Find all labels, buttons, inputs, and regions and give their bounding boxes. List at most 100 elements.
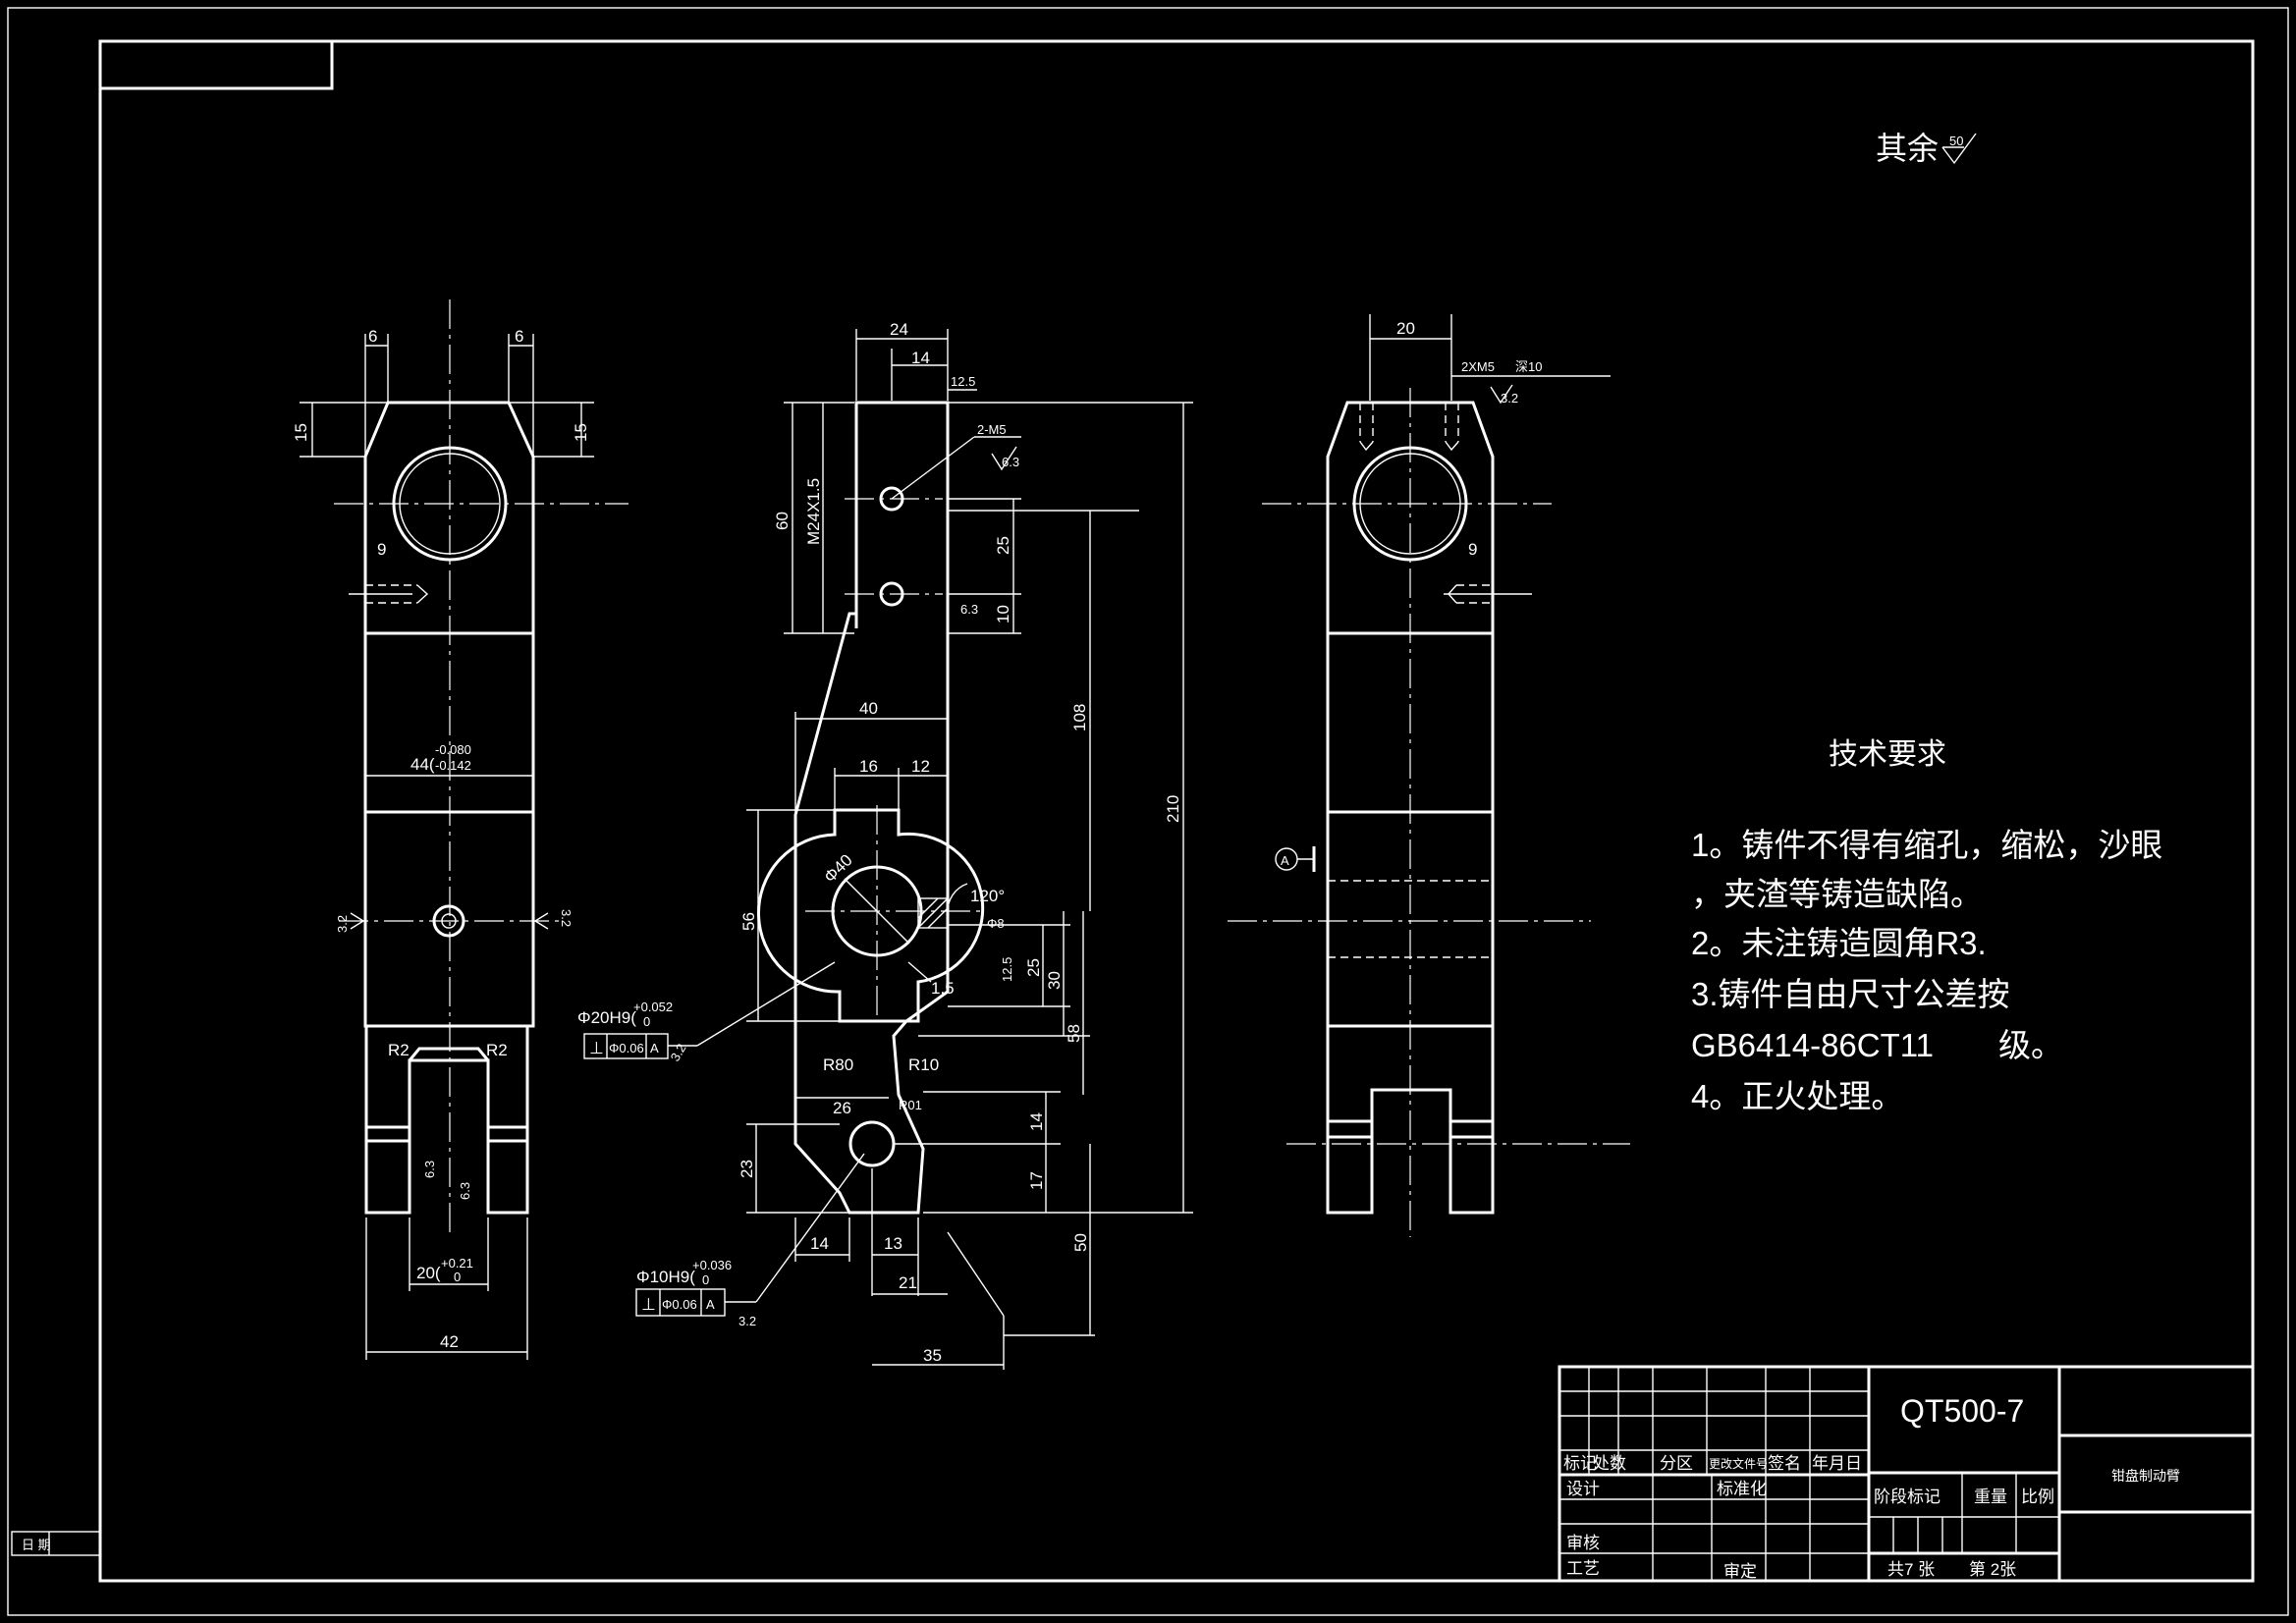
tol2-sym: ⊥ <box>641 1295 656 1314</box>
tech-title: 技术要求 <box>1829 738 1946 771</box>
dim-mid-108: 108 <box>1070 704 1089 731</box>
mid-r80: R80 <box>823 1055 853 1074</box>
tech-line-5: GB6414-86CT11 级。 <box>1691 1027 2063 1063</box>
mid-d15: 1.5 <box>931 979 955 998</box>
dim-left-6b: 6 <box>515 327 523 346</box>
dim-mid-10: 10 <box>994 605 1012 623</box>
tb-h-sign: 签名 <box>1768 1454 1801 1473</box>
tb-weight: 重量 <box>1974 1488 2007 1506</box>
right-dim-9: 9 <box>1468 540 1477 559</box>
ra-left-l: 3.2 <box>335 915 350 933</box>
outer-border <box>7 7 2289 1616</box>
dim-left-6a: 6 <box>368 327 377 346</box>
dim-left-15a: 15 <box>292 423 310 442</box>
side-strip <box>11 1531 101 1556</box>
mid-thread: M24X1.5 <box>804 478 823 545</box>
dim-mid-40: 40 <box>859 699 878 718</box>
ra-slot-l: 6.3 <box>422 1161 437 1178</box>
left-r2a: R2 <box>388 1041 410 1059</box>
mid-angle: 120° <box>970 887 1005 905</box>
tech-line-4: 3.铸件自由尺寸公差按 <box>1691 976 2010 1012</box>
dim-mid-210: 210 <box>1164 795 1182 823</box>
mid-r-small: R01 <box>899 1098 922 1112</box>
inner-border <box>98 39 2255 1583</box>
dim-mid-56: 56 <box>739 912 758 931</box>
dim-mid-60: 60 <box>773 512 792 530</box>
ra-mid-63b: 6.3 <box>960 602 978 617</box>
tb-process: 工艺 <box>1566 1559 1600 1578</box>
dim-mid-16: 16 <box>859 757 878 776</box>
dim-left-20-lo: 0 <box>454 1270 461 1284</box>
surface-note: 其余 50 <box>1876 131 1977 166</box>
left-outline <box>363 401 535 1215</box>
dim-mid-17: 17 <box>1027 1171 1046 1190</box>
dim-left-20-up: +0.21 <box>441 1256 473 1271</box>
fit1-text: Φ20H9( <box>577 1008 636 1027</box>
tb-h-zone: 分区 <box>1660 1454 1693 1473</box>
dim-mid-23: 23 <box>738 1160 756 1178</box>
mid-hole-note: 2-M5 <box>977 422 1007 437</box>
ra-mid-63a: 6.3 <box>1002 455 1019 469</box>
tb-page: 第 2张 <box>1969 1560 2016 1579</box>
dim-mid-30: 30 <box>1045 971 1064 990</box>
dim-mid-14: 14 <box>911 349 930 367</box>
right-view: 9 20 2XM5 深10 3.2 A <box>1228 314 1630 1237</box>
dim-mid-26: 26 <box>833 1099 851 1117</box>
dim-left-42: 42 <box>440 1332 459 1351</box>
tb-material: QT500-7 <box>1900 1393 2024 1429</box>
mid-bore-dia: Φ40 <box>820 850 855 886</box>
tb-h-qty: 处数 <box>1593 1454 1626 1473</box>
dim-mid-58: 58 <box>1065 1024 1083 1043</box>
dim-mid-12: 12 <box>911 757 930 776</box>
right-outline <box>1326 401 1495 1215</box>
tb-approve: 审定 <box>1723 1562 1757 1581</box>
tol1-ref: A <box>650 1041 659 1055</box>
tb-h-date: 年月日 <box>1812 1454 1862 1473</box>
fit-callout-1: Φ20H9( +0.052 0 ⊥ Φ0.06 A 3.2 <box>577 961 836 1064</box>
surface-value: 50 <box>1949 134 1963 148</box>
right-ra: 3.2 <box>1501 391 1518 406</box>
tech-requirements: 技术要求 1。铸件不得有缩孔，缩松，沙眼 ，夹渣等铸造缺陷。 2。未注铸造圆角R… <box>1691 738 2162 1114</box>
dim-mid-13: 13 <box>884 1234 902 1253</box>
tol2-val: Φ0.06 <box>662 1297 697 1312</box>
tol1-val: Φ0.06 <box>609 1041 644 1055</box>
datum-a-label: A <box>1281 853 1289 868</box>
corner-box <box>98 39 334 90</box>
right-depth: 深10 <box>1515 359 1542 374</box>
tb-h-mark: 标记 <box>1563 1454 1597 1473</box>
mid-bottom-hole <box>848 1120 896 1167</box>
dim-mid-50: 50 <box>1071 1233 1090 1252</box>
fit2-text: Φ10H9( <box>636 1268 695 1286</box>
tech-line-1: 1。铸件不得有缩孔，缩松，沙眼 <box>1691 827 2162 863</box>
dim-mid-14c: 14 <box>810 1234 829 1253</box>
dim-mid-14b: 14 <box>1027 1112 1046 1131</box>
ra-slot-r: 6.3 <box>458 1182 472 1200</box>
side-label: 日 期 <box>22 1538 51 1552</box>
fit-callout-2: Φ10H9( +0.036 0 ⊥ Φ0.06 A 3.2 <box>635 1153 865 1328</box>
right-dim-20: 20 <box>1396 319 1415 338</box>
mid-r10: R10 <box>908 1055 939 1074</box>
tech-line-2: ，夹渣等铸造缺陷。 <box>1691 876 1983 912</box>
tol2-ref: A <box>706 1297 715 1312</box>
ra-mid-125b: 12.5 <box>1000 957 1014 982</box>
tech-line-3: 2。未注铸造圆角R3. <box>1691 925 1987 961</box>
dim-mid-24: 24 <box>890 320 908 339</box>
ra-fit1: 3.2 <box>668 1041 689 1063</box>
tb-total: 共7 张 <box>1887 1560 1935 1579</box>
fit1-lo: 0 <box>643 1014 650 1029</box>
left-r2b: R2 <box>486 1041 508 1059</box>
fit1-up: +0.052 <box>633 1000 673 1014</box>
mid-outline <box>793 401 950 1215</box>
tb-check: 审核 <box>1566 1534 1600 1552</box>
middle-view: 24 14 12.5 2-M5 6.3 6.3 60 M24X1.5 25 10… <box>577 320 1193 1370</box>
title-block: 标记 处数 分区 更改文件号 签名 年月日 设计 标准化 审核 工艺 审定 QT… <box>1558 1365 2255 1583</box>
dim-left-20: 20( <box>416 1264 441 1282</box>
tb-scale: 比例 <box>2021 1488 2054 1506</box>
fit2-up: +0.036 <box>692 1258 732 1272</box>
left-view: 6 6 15 15 9 44( -0.080 -0.142 3.2 3.2 R2… <box>292 299 629 1360</box>
surface-prefix: 其余 <box>1876 131 1939 166</box>
dim-left-9: 9 <box>377 540 386 559</box>
tb-part-name: 钳盘制动臂 <box>2111 1468 2180 1484</box>
dim-left-44-lo: -0.142 <box>435 758 471 773</box>
